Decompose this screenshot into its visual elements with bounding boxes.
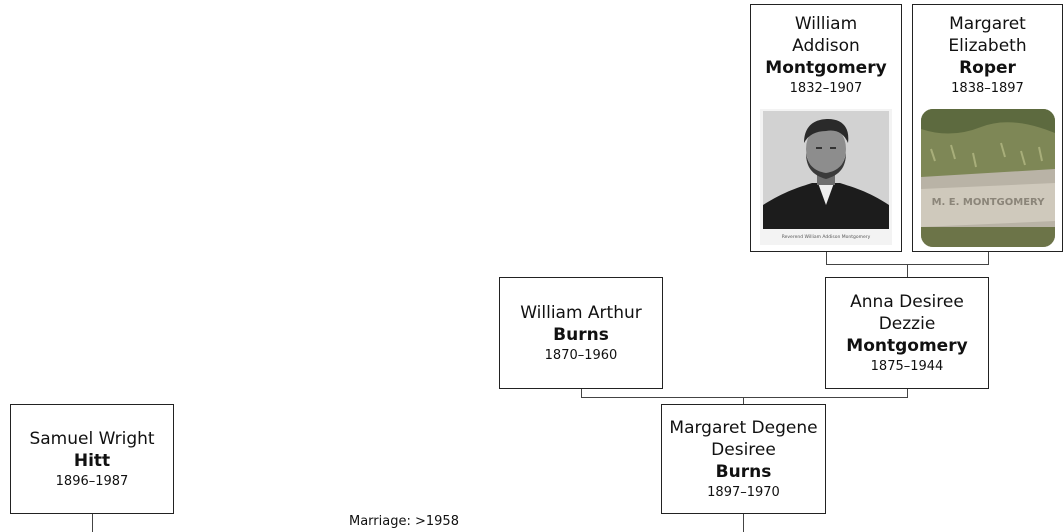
headstone-photo[interactable]: M. E. MONTGOMERY [921,109,1055,247]
surname: Roper [959,58,1016,78]
life-years: 1870–1960 [544,348,618,363]
person-card-margaret-degene-burns[interactable]: Margaret Degene Desiree Burns 1897–1970 [661,404,826,514]
connector-line [743,397,744,405]
portrait-image: Reverend William Addison Montgomery [760,109,892,245]
portrait-caption: Reverend William Addison Montgomery [782,234,871,240]
given-name: William Addison [792,14,860,56]
person-card-william-arthur-burns[interactable]: William Arthur Burns 1870–1960 [499,277,663,389]
life-years: 1875–1944 [870,359,944,374]
headstone-image: M. E. MONTGOMERY [921,109,1055,247]
person-card-samuel-wright-hitt[interactable]: Samuel Wright Hitt 1896–1987 [10,404,174,514]
surname: Hitt [73,451,111,471]
connector-line [92,514,93,532]
connector-line [581,389,582,397]
surname: Burns [715,462,772,482]
connector-line [907,389,908,397]
given-name: Margaret Degene Desiree [669,418,818,460]
life-years: 1897–1970 [707,485,780,500]
given-name: William Arthur [520,303,642,323]
portrait-photo[interactable]: Reverend William Addison Montgomery [760,109,892,245]
given-name: Margaret Elizabeth [948,14,1027,56]
connector-line [988,252,989,264]
person-card-william-addison-montgomery[interactable]: William Addison Montgomery 1832–1907 Rev… [750,4,902,252]
connector-line [581,397,908,398]
life-years: 1838–1897 [951,81,1024,96]
connector-line [826,252,827,264]
person-card-anna-desiree-montgomery[interactable]: Anna Desiree Dezzie Montgomery 1875–1944 [825,277,989,389]
connector-line [907,264,908,278]
marriage-label: Marriage: >1958 [349,514,459,529]
given-name: Anna Desiree Dezzie [850,292,964,334]
connector-line [743,514,744,532]
given-name: Samuel Wright [29,429,155,449]
headstone-inscription: M. E. MONTGOMERY [932,197,1046,208]
life-years: 1896–1987 [55,474,129,489]
person-card-margaret-elizabeth-roper[interactable]: Margaret Elizabeth Roper 1838–1897 M. E.… [912,4,1063,252]
life-years: 1832–1907 [789,81,863,96]
surname: Montgomery [846,336,968,356]
surname: Burns [553,325,609,345]
surname: Montgomery [765,58,887,78]
